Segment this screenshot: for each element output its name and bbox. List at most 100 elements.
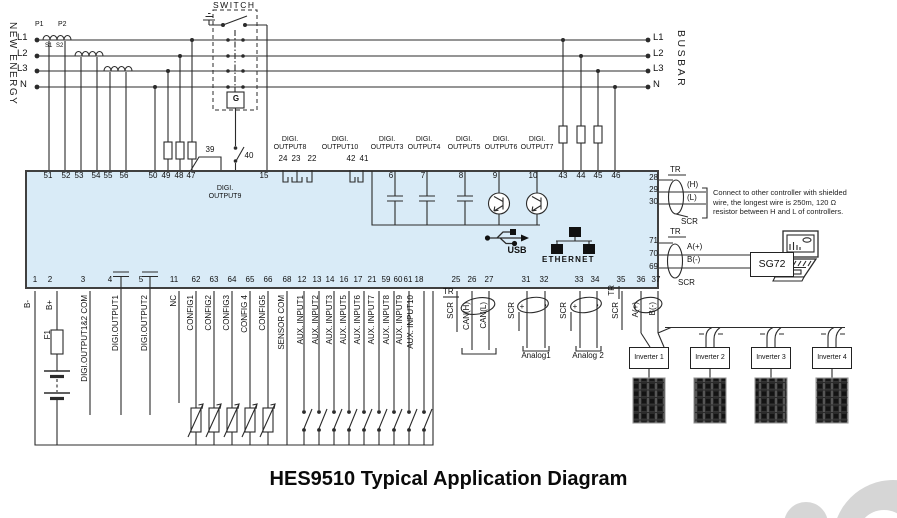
label-ethernet: ETHERNET [542,255,595,264]
label-right_bus-l3: L3 [653,63,664,74]
label-bottom_terminals-4: 5 [138,275,144,284]
label-digi_out_top-0: OUTPUT8 [273,144,307,151]
label-digi_prefix: DIGI. [528,136,546,143]
controller-body [25,170,659,289]
solar-panel-icon [693,377,727,424]
label-bottom_terminals-29: 35 [616,275,626,284]
label-digi_prefix: DIGI. [216,185,234,192]
label-bottom_labels-4: DIGI.OUTPUT2 [140,295,149,352]
controller-internals [113,170,549,291]
inverter-box-2: Inverter 2 [690,347,730,369]
label-breaker-label: SWITCH [213,0,256,10]
label-digi_out_top-6: OUTPUT7 [520,144,554,151]
label-can-l: CAN(L) [479,302,488,329]
label-top_terminals-3: 54 [91,171,101,180]
label-top_terminals-14: 9 [492,171,498,180]
label-right_terminals-4: 70 [649,249,658,258]
inverter-box-3: Inverter 3 [751,347,791,369]
rs485-port-1 [659,174,708,219]
label-bottom_labels-15: AUX. INPUT5 [339,295,348,345]
label-bottom_terminals-30: 36 [636,275,646,284]
label-bottom_labels-9: CONFIG 4 [240,295,249,333]
label-analog-0-scr: SCR [507,302,516,319]
label-bottom_terminals-12: 12 [297,275,307,284]
label-usb: USB [507,245,527,255]
solar-panel-icon [754,377,788,424]
aux-switches [302,291,433,445]
label-top_terminals-19: 46 [611,171,621,180]
label-bottom_labels-3: DIGI.OUTPUT1 [111,295,120,352]
label-rs485_1-tr: TR [670,165,681,174]
label-analog-1-scr: SCR [559,302,568,319]
label-rs485_2-scr: SCR [678,278,695,287]
config-rheostats [187,291,276,445]
label-bottom_labels-10: CONFIG5 [258,295,267,331]
label-bottom_terminals-22: 25 [451,275,461,284]
label-analog-1-plus: + [572,302,578,311]
label-digi_prefix: DIGI. [455,136,473,143]
label-bottom_terminals-0: 1 [32,275,38,284]
label-bottom_terminals-13: 13 [312,275,322,284]
label-digi_out_top-2: OUTPUT3 [370,144,404,151]
label-rs485_1-h: (H) [687,180,699,189]
label-can-h: CAN(H) [462,302,471,330]
label-breaker-gen: G [232,94,240,103]
label-bottom_terminals-25: 31 [521,275,531,284]
label-bottom_terminals-16: 17 [353,275,363,284]
label-digi_out_top-4: OUTPUT5 [447,144,481,151]
label-rs485_2-a: A(+) [687,242,703,251]
sg72-converter: SG72 [750,252,794,277]
label-analog-0-label: Analog1 [521,351,551,360]
label-left_bus-l2: L2 [17,48,28,59]
label-digi_prefix: DIGI. [415,136,433,143]
label-top_terminals-0: 51 [43,171,53,180]
label-analog-0-plus: + [519,302,525,311]
label-top_terminals-16: 43 [558,171,568,180]
label-relay_terminals-2: 22 [307,154,317,163]
label-digi_out9: OUTPUT9 [208,193,242,200]
label-left_bus-label: NEW ENERGY [7,22,18,106]
solar-panel-icon [815,377,849,424]
label-analog-0-minus: - [541,304,550,307]
label-top_terminals-11: 6 [388,171,394,180]
watermark-logo [784,480,897,518]
voltage-sense-left [153,38,197,170]
label-top_terminals-15: 10 [528,171,538,180]
label-rs485_1-l: (L) [687,193,697,202]
label-rs485_1-scr: SCR [681,217,698,226]
label-bottom_terminals-9: 65 [245,275,255,284]
label-top_terminals-8: 48 [174,171,184,180]
busbar-sense [558,38,617,170]
label-rs485_2-b: B(-) [687,255,701,264]
label-bottom_terminals-18: 59 [381,275,391,284]
label-ct-p1: P1 [35,21,44,28]
label-relay_terminals-3: 42 [346,154,356,163]
label-bottom_labels-7: CONFIG2 [204,295,213,331]
label-top_terminals-12: 7 [420,171,426,180]
label-ct-s1: S1 [45,43,53,49]
label-top_terminals-5: 56 [119,171,129,180]
label-bottom_terminals-14: 14 [325,275,335,284]
label-digi_out_top-3: OUTPUT4 [407,144,441,151]
label-digi_prefix: DIGI. [492,136,510,143]
label-bottom_terminals-6: 62 [191,275,201,284]
current-transformer-icons [42,34,133,170]
usb-icon [484,229,529,247]
fuse-f1-icon [50,329,64,355]
label-digi_prefix: DIGI. [281,136,299,143]
label-bottom_labels-16: AUX. INPUT6 [353,295,362,345]
label-bottom_terminals-17: 21 [367,275,377,284]
label-bottom_terminals-2: 3 [80,275,86,284]
rs485-port-2 [659,236,804,279]
label-top_terminals-4: 55 [103,171,113,180]
label-top_terminals-13: 8 [458,171,464,180]
label-bottom_terminals-20: 61 [403,275,413,284]
breaker-switch [190,9,268,171]
label-top_terminals-17: 44 [576,171,586,180]
label-can-tr: TR [443,287,454,296]
label-relay_terminals-1: 23 [291,154,301,163]
label-top_terminals-7: 49 [161,171,171,180]
label-bottom_labels-11: SENSOR COM [277,295,286,350]
label-bottom_labels-20: AUX. INPUT10 [406,295,415,349]
label-bottom_terminals-5: 11 [169,275,179,284]
